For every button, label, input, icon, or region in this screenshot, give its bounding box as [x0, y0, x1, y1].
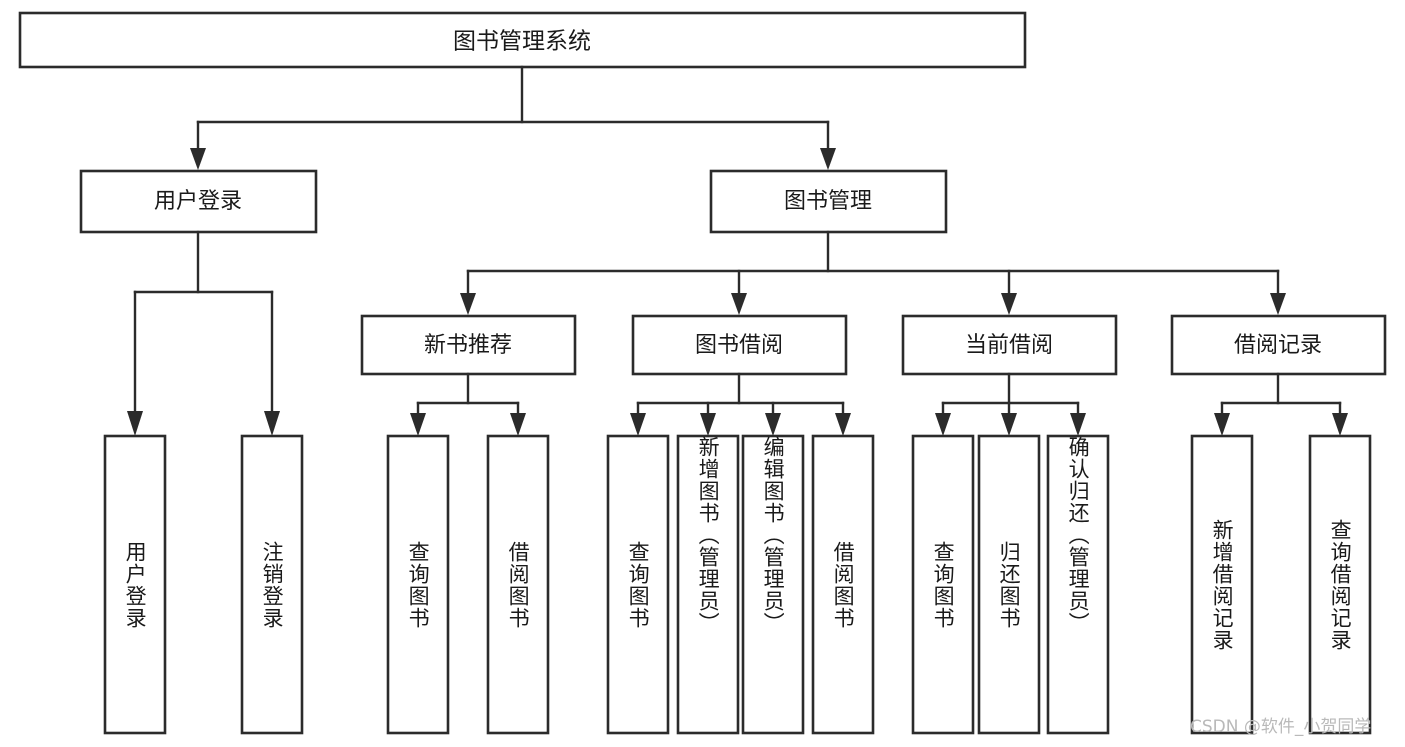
- leaf-box-confirm-return-admin[interactable]: [1046, 434, 1110, 735]
- leaf-box-edit-book-admin[interactable]: [741, 434, 805, 735]
- arrow-head-icon: [1070, 413, 1086, 436]
- arrow-head-icon: [935, 413, 951, 436]
- arrow-head-icon: [460, 293, 476, 315]
- arrow-head-icon: [1332, 413, 1348, 436]
- connector-root-to-level2: [190, 65, 836, 170]
- connector-current-borrow-to-leaves: [935, 372, 1086, 436]
- watermark-text: CSDN @软件_小贺同学: [1190, 717, 1372, 737]
- arrow-head-icon: [264, 411, 280, 436]
- node-current-borrow-label: 当前借阅: [965, 333, 1053, 358]
- connector-borrow-record-to-leaves: [1214, 372, 1348, 436]
- node-user-login-box[interactable]: [79, 169, 318, 234]
- arrow-head-icon: [410, 413, 426, 436]
- leaf-box-logout[interactable]: [240, 434, 304, 735]
- arrow-head-icon: [700, 413, 716, 436]
- leaf-box-query-borrow-record[interactable]: [1308, 434, 1372, 735]
- node-borrow-record-label: 借阅记录: [1234, 333, 1322, 358]
- node-root-box[interactable]: [18, 11, 1027, 69]
- node-root-label: 图书管理系统: [453, 29, 591, 55]
- leaf-box-return-book[interactable]: [977, 434, 1041, 735]
- arrow-head-icon: [765, 413, 781, 436]
- arrow-head-icon: [1001, 413, 1017, 436]
- arrow-head-icon: [510, 413, 526, 436]
- leaf-box-borrow-book-2[interactable]: [811, 434, 875, 735]
- node-book-manage-label: 图书管理: [784, 189, 872, 214]
- leaf-box-query-book-1[interactable]: [386, 434, 450, 735]
- connector-book-manage-to-level3: [460, 230, 1286, 315]
- connector-new-book-recommend-to-leaves: [410, 372, 526, 436]
- leaf-box-add-book-admin[interactable]: [676, 434, 740, 735]
- arrow-head-icon: [731, 293, 747, 315]
- arrow-head-icon: [835, 413, 851, 436]
- leaf-box-user-login[interactable]: [103, 434, 167, 735]
- node-new-book-recommend-box[interactable]: [360, 314, 577, 376]
- leaf-box-query-book-3[interactable]: [911, 434, 975, 735]
- node-new-book-recommend-label: 新书推荐: [424, 333, 512, 358]
- connector-user-login-to-leaves: [127, 230, 280, 436]
- arrow-head-icon: [820, 148, 836, 170]
- node-current-borrow-box[interactable]: [901, 314, 1118, 376]
- node-user-login-label: 用户登录: [154, 189, 242, 214]
- arrow-head-icon: [630, 413, 646, 436]
- leaf-box-borrow-book-1[interactable]: [486, 434, 550, 735]
- arrow-head-icon: [1270, 293, 1286, 315]
- leaf-box-query-book-2[interactable]: [606, 434, 670, 735]
- arrow-head-icon: [127, 411, 143, 436]
- arrow-head-icon: [1214, 413, 1230, 436]
- arrow-head-icon: [190, 148, 206, 170]
- leaf-box-add-borrow-record[interactable]: [1190, 434, 1254, 735]
- connector-book-borrow-to-leaves: [630, 372, 851, 436]
- node-book-borrow-label: 图书借阅: [695, 333, 783, 358]
- arrow-head-icon: [1001, 293, 1017, 315]
